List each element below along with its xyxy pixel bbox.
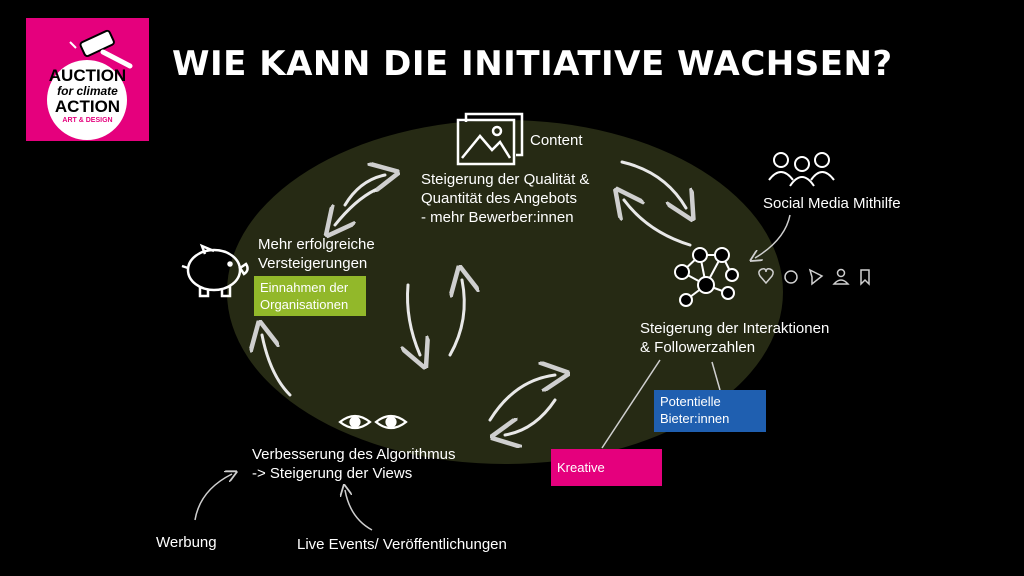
werbung-label: Werbung — [156, 534, 217, 551]
logo-line-4: ART & DESIGN — [62, 117, 113, 124]
content-label: Content — [530, 132, 583, 149]
send-icon — [808, 268, 824, 286]
quality-line-2: Quantität des Angebots — [421, 190, 577, 207]
cycle-arrow-bottom-a — [488, 375, 555, 422]
auctions-node: Mehr erfolgreiche Versteigerungen — [258, 235, 375, 273]
cycle-arrow-left — [262, 335, 292, 397]
eyes-icon — [338, 414, 408, 430]
logo-line-1: AUCTION — [48, 66, 127, 85]
people-icon — [768, 152, 835, 187]
cycle-arrow-top-right-a — [620, 160, 686, 208]
bookmark-icon — [860, 269, 870, 286]
cycle-arrow-top-right-b — [624, 200, 692, 247]
quality-node: Steigerung der Qualität & Quantität des … — [421, 170, 589, 227]
image-gallery-icon — [456, 112, 524, 166]
bieter-line-2: Bieter:innen — [660, 411, 730, 426]
quality-line-1: Steigerung der Qualität & — [421, 171, 590, 188]
social-actions-icons — [758, 268, 870, 286]
einnahmen-line-1: Einnahmen der — [260, 280, 349, 295]
cycle-arrow-center-a — [408, 283, 421, 355]
auctions-line-2: Versteigerungen — [258, 255, 368, 272]
interaction-line-2: & Followerzahlen — [640, 339, 756, 356]
algorithm-node: Verbesserung des Algorithmus -> Steigeru… — [252, 445, 455, 483]
interaction-node: Steigerung der Interaktionen & Followerz… — [640, 319, 829, 357]
pointer-werbung — [194, 474, 232, 521]
cycle-arrow-center-b — [450, 280, 464, 357]
algorithm-line-1: Verbesserung des Algorithmus — [252, 446, 456, 463]
live-events-label: Live Events/ Veröffentlichungen — [297, 536, 507, 553]
pointer-live-events — [345, 490, 373, 531]
comment-icon — [784, 270, 798, 284]
network-icon — [674, 247, 739, 307]
cycle-arrow-bottom-b — [505, 398, 557, 435]
connector-kreative — [601, 359, 661, 449]
auction-for-climate-action-logo: AUCTION for climate ACTION ART & DESIGN — [26, 18, 149, 141]
quality-line-3: - mehr Bewerber:innen — [421, 209, 574, 226]
algorithm-line-2: -> Steigerung der Views — [252, 465, 413, 482]
gavel-icon — [47, 29, 133, 140]
logo-line-3: ACTION — [54, 97, 121, 116]
cycle-arrow-top-left-a — [343, 175, 385, 207]
interaction-line-1: Steigerung der Interaktionen — [640, 320, 830, 337]
user-icon — [832, 268, 850, 285]
logo-line-2: for climate — [57, 84, 118, 98]
social-media-label: Social Media Mithilfe — [763, 195, 901, 212]
page-title: WIE KANN DIE INITIATIVE WACHSEN? — [172, 44, 893, 84]
piggy-bank-icon — [181, 243, 249, 298]
einnahmen-line-2: Organisationen — [260, 297, 349, 312]
bieter-box: Potentielle Bieter:innen — [654, 390, 766, 432]
kreative-box: Kreative — [551, 449, 662, 486]
pointer-social-media — [755, 214, 791, 258]
connector-bieter — [711, 361, 721, 391]
einnahmen-box: Einnahmen der Organisationen — [254, 276, 366, 316]
bieter-line-1: Potentielle — [660, 394, 721, 409]
auctions-line-1: Mehr erfolgreiche — [258, 236, 375, 253]
heart-icon — [758, 268, 774, 285]
cycle-arrow-top-left-b — [335, 188, 377, 225]
